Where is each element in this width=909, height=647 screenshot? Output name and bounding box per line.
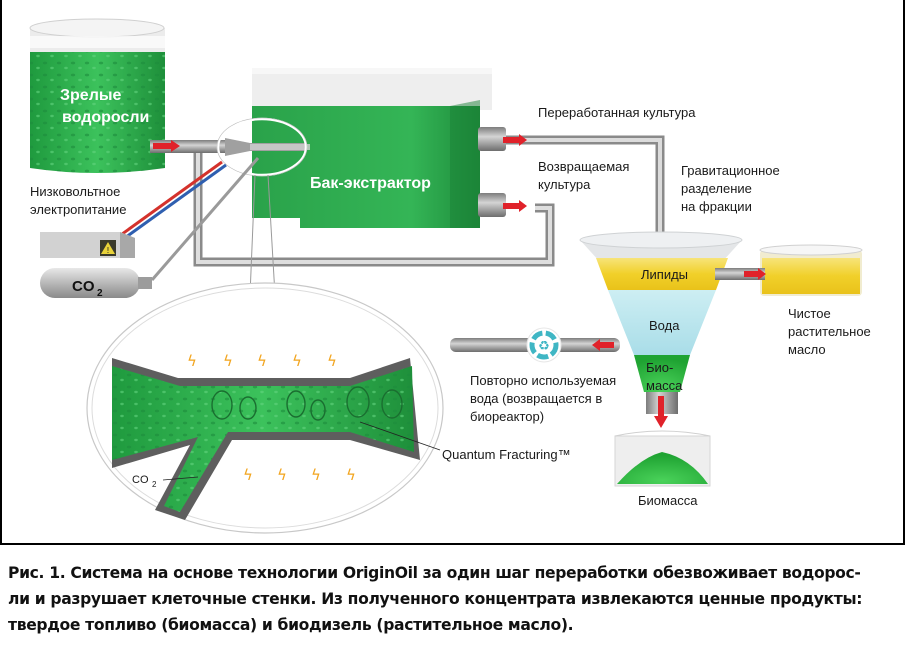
biomass-layer [634, 355, 690, 392]
caption-line-2: ли и разрушает клеточные стенки. Из полу… [8, 590, 863, 608]
recycled-water-label-2: вода (возвращается в [470, 391, 602, 406]
red-flow-arrow [503, 134, 527, 146]
pure-oil-dish [715, 244, 863, 296]
quantum-fracturing-detail: ϟ ϟ ϟ ϟ ϟ ϟ ϟ ϟ ϟ CO 2 [86, 282, 444, 534]
lightning-icon: ϟ [311, 466, 321, 484]
figure-frame [0, 0, 905, 545]
returned-culture-outlet [478, 193, 527, 217]
red-flow-arrow [153, 140, 180, 152]
processed-culture-label: Переработанная культура [538, 105, 696, 120]
mature-algae-label: Зрелые [60, 87, 122, 104]
quantum-fracturing-label: Quantum Fracturing™ [442, 447, 571, 462]
power-supply-label-2: электропитание [30, 202, 126, 217]
detail-callout-lines [249, 174, 276, 296]
biomass-layer-label-2: масса [646, 378, 683, 393]
co2-line [150, 157, 260, 281]
lightning-icon: ϟ [243, 466, 253, 484]
lightning-icon: ϟ [223, 352, 233, 370]
pure-oil-label-3: масло [788, 342, 826, 357]
mature-algae-label-2: водоросли [62, 109, 149, 126]
red-flow-arrow [503, 200, 527, 212]
separation-funnel: Липиды Вода Био- масса [579, 231, 743, 428]
recycle-icon: ♻ [529, 330, 559, 360]
returned-culture-label-2: культура [538, 177, 591, 192]
returned-culture-label: Возвращаемая [538, 159, 629, 174]
recycled-water-label-3: биореактор) [470, 409, 544, 424]
lightning-icon: ϟ [257, 352, 267, 370]
processed-culture-outlet [478, 127, 665, 240]
extractor-tank-label: Бак-экстрактор [310, 175, 431, 192]
recycled-water-pipe: ♻ [450, 327, 620, 363]
water-label: Вода [649, 318, 680, 333]
biomass-layer-label: Био- [646, 360, 673, 375]
lipids-layer [596, 258, 728, 290]
lightning-icon: ϟ [327, 352, 337, 370]
co2-cylinder-label: CO [72, 278, 95, 295]
biomass-container [614, 430, 711, 487]
lightning-icon: ϟ [346, 466, 356, 484]
power-supply-label: Низковольтное [30, 184, 120, 199]
svg-text:!: ! [106, 246, 109, 255]
red-flow-arrow [592, 339, 600, 351]
detail-co2-label: CO [132, 474, 149, 486]
lipids-label: Липиды [641, 267, 688, 282]
mature-algae-tank: Зрелые водоросли [29, 18, 165, 173]
recycled-water-label: Повторно используемая [470, 373, 616, 388]
magnifier-ring [216, 117, 308, 177]
biomass-output-label: Биомасса [638, 493, 698, 508]
pure-oil-label-2: растительное [788, 324, 871, 339]
detail-co2-subscript: 2 [152, 480, 157, 489]
power-supply-unit: ! [40, 232, 135, 258]
water-layer [608, 290, 716, 355]
inlet-pipe [150, 138, 310, 156]
co2-cylinder-subscript: 2 [97, 288, 103, 299]
lightning-icon: ϟ [277, 466, 287, 484]
high-voltage-warning-icon: ! [100, 240, 116, 256]
power-cables [117, 160, 227, 242]
caption-line-3: твердое топливо (биомасса) и биодизель (… [8, 616, 574, 634]
lightning-icon: ϟ [187, 352, 197, 370]
caption-line-1: Рис. 1. Система на основе технологии Ori… [8, 564, 861, 582]
pure-oil-label: Чистое [788, 306, 831, 321]
svg-text:♻: ♻ [538, 339, 550, 354]
extractor-tank: Бак-экстрактор [252, 68, 492, 228]
lightning-icon: ϟ [292, 352, 302, 370]
gravity-separation-label-2: разделение [681, 181, 752, 196]
gravity-separation-label: Гравитационное [681, 163, 780, 178]
co2-cylinder: CO 2 [40, 268, 152, 299]
red-flow-arrow [758, 268, 766, 280]
gravity-separation-label-3: на фракции [681, 199, 752, 214]
electric-pulse-icons: ϟ ϟ ϟ ϟ ϟ ϟ ϟ ϟ ϟ [187, 352, 356, 484]
process-diagram: Зрелые водоросли Бак-экстрактор [29, 18, 871, 534]
figure-caption: Рис. 1. Система на основе технологии Ori… [8, 560, 903, 638]
red-flow-arrow [654, 416, 668, 428]
